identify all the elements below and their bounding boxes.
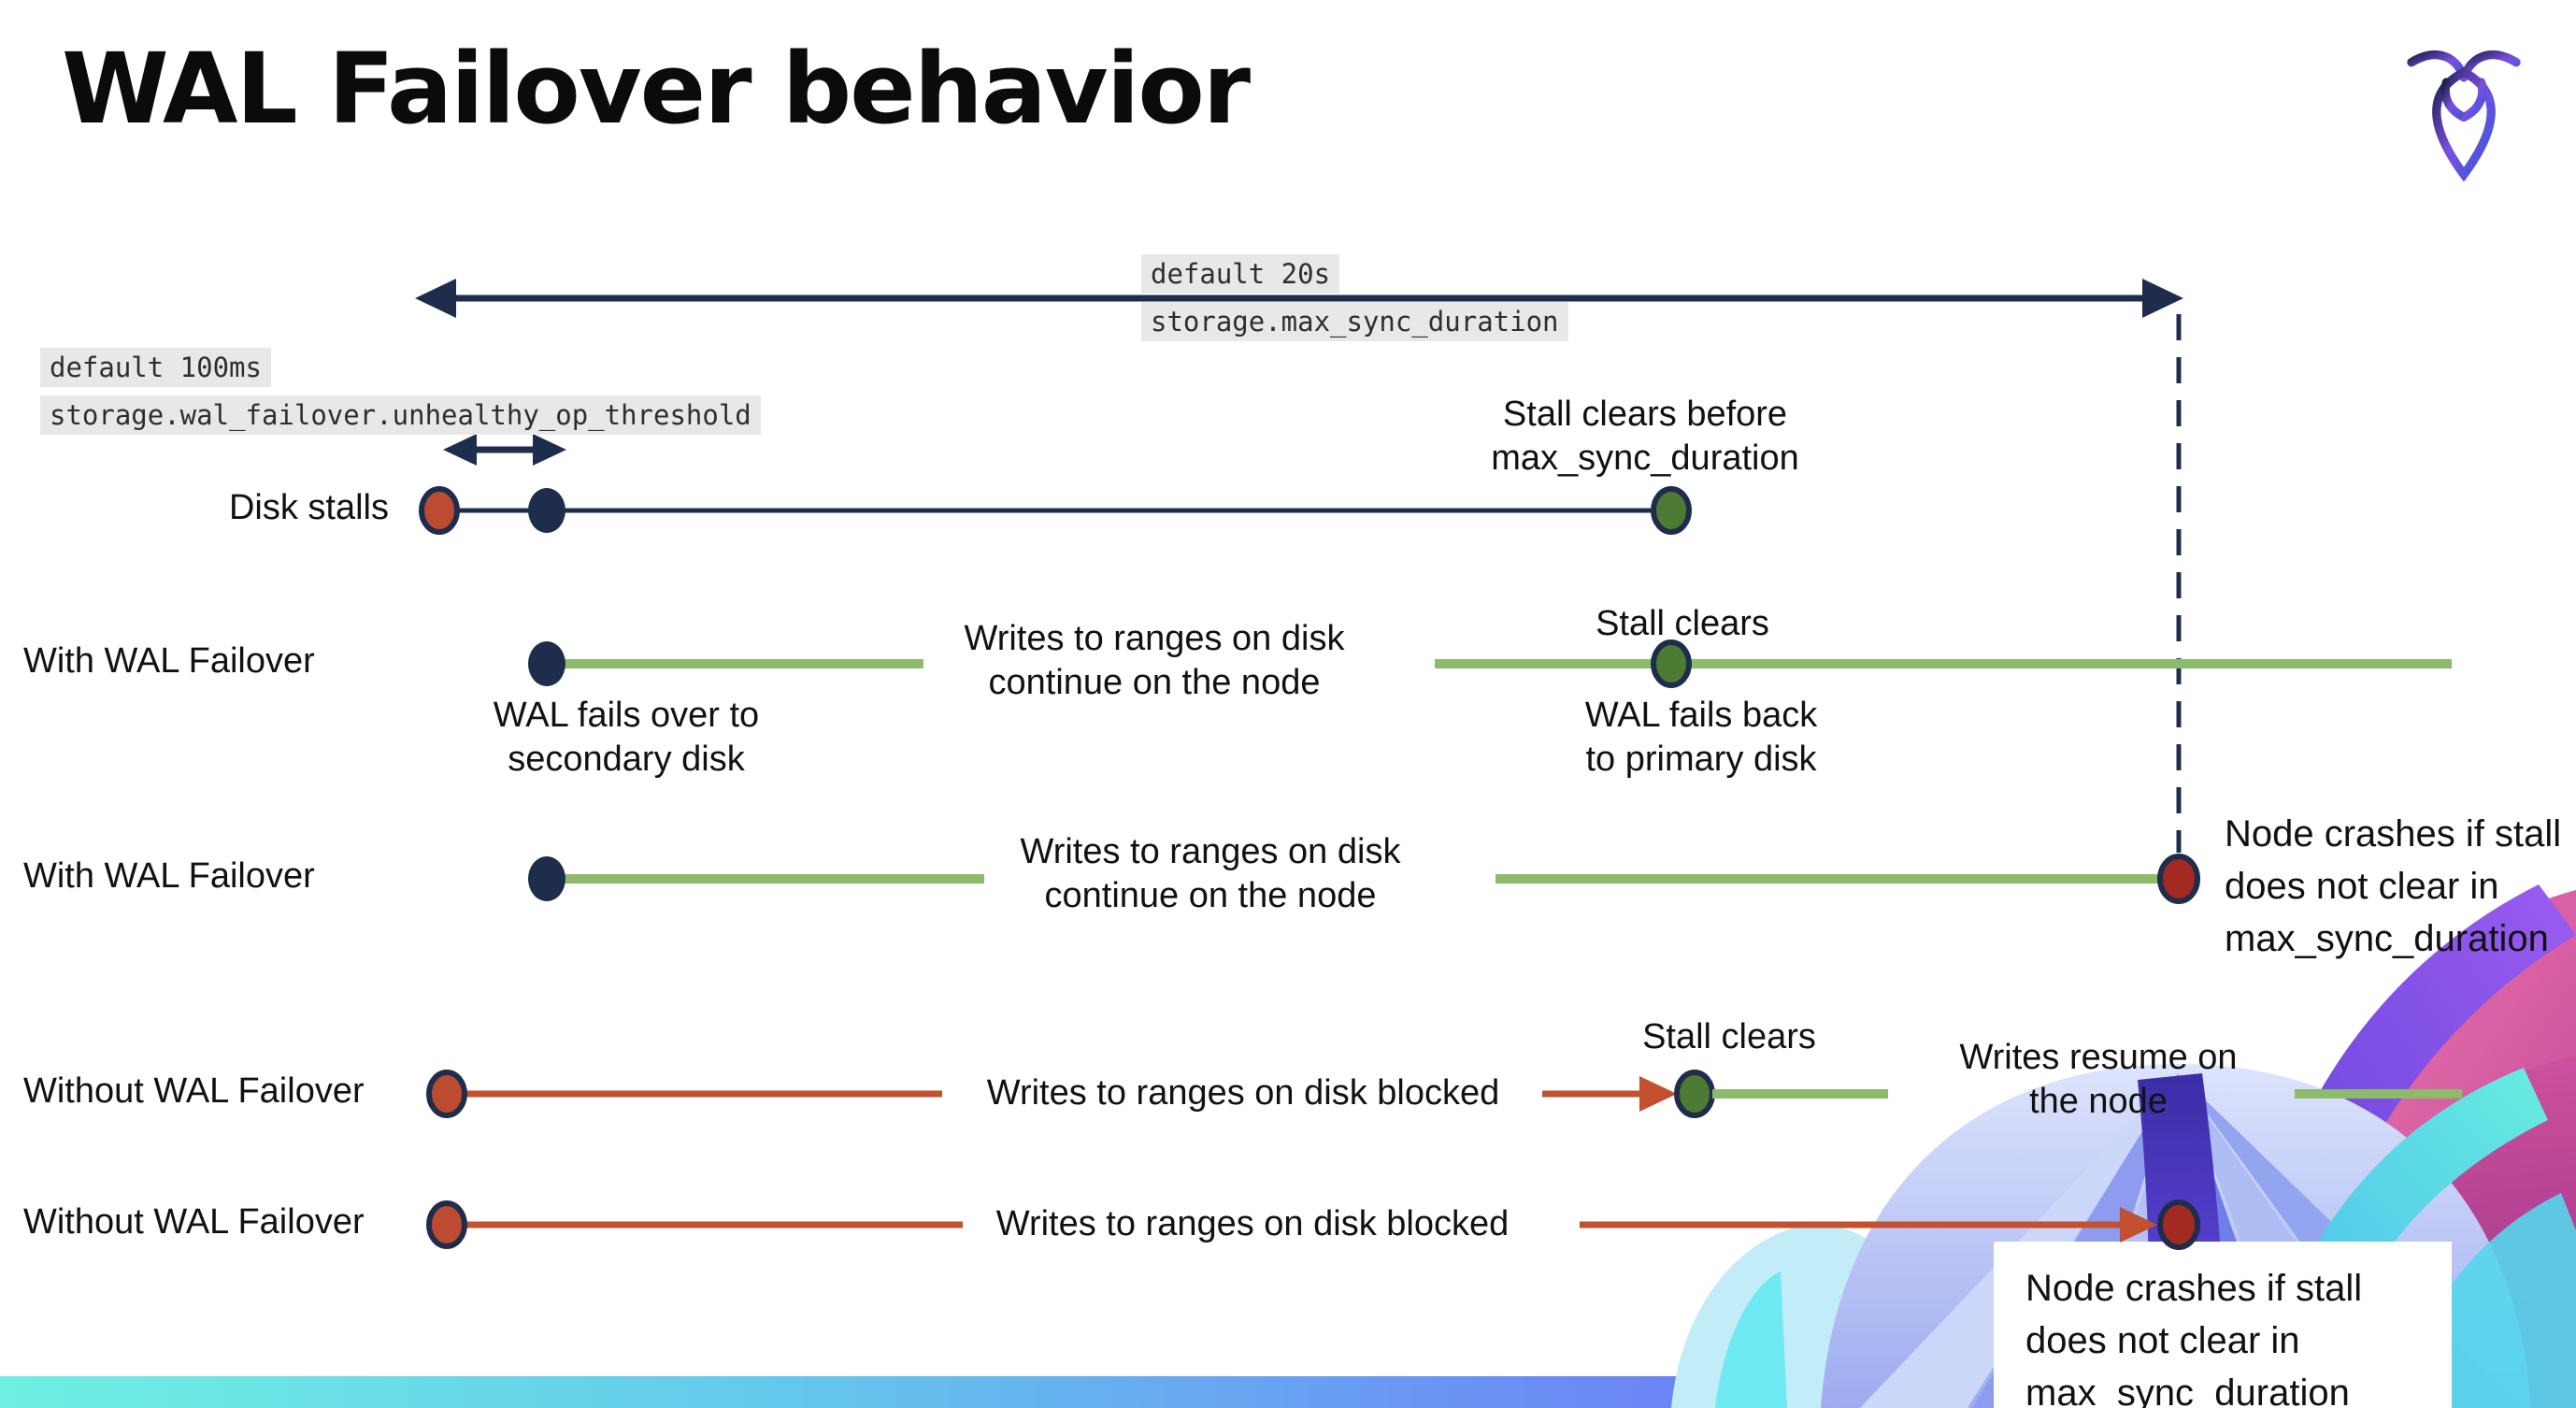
writes-blocked-note-2: Writes to ranges on disk blocked — [995, 1204, 1510, 1243]
timeline-row-with-failover-crash — [528, 854, 2200, 904]
page-title: WAL Failover behavior — [62, 32, 1251, 146]
row-label-with-wal-failover-1: With WAL Failover — [23, 641, 315, 681]
art-dome-petal — [1860, 1073, 2178, 1408]
crash-note-card: Node crashes if stall does not clear in … — [1994, 1242, 2452, 1408]
row-label-without-wal-failover-2: Without WAL Failover — [23, 1202, 365, 1242]
timeline-row-without-failover-crash — [426, 1200, 2200, 1250]
unhealthy-op-threshold-callout: default 100ms storage.wal_failover.unhea… — [40, 348, 761, 435]
row-label-with-wal-failover-2: With WAL Failover — [23, 856, 315, 896]
cockroachdb-logo-icon — [2407, 50, 2521, 182]
crash-note-1-text: Node crashes if stall does not clear in … — [2225, 813, 2562, 959]
stall-start-dot — [419, 486, 460, 535]
writes-blocked-note-1: Writes to ranges on disk blocked — [986, 1073, 1500, 1113]
writes-continue-note-1: Writes to ranges on disk continue on the… — [964, 619, 1345, 702]
blocked-arrowhead — [1639, 1076, 1677, 1112]
failover-dot — [528, 641, 565, 686]
wal-fails-over-note: WAL fails over to secondary disk — [493, 696, 760, 779]
stall-start-dot — [426, 1200, 467, 1249]
failover-dot — [528, 856, 565, 901]
max-sync-setting-name: storage.max_sync_duration — [1141, 302, 1568, 341]
row-label-disk-stalls: Disk stalls — [228, 488, 389, 527]
timeline-row-without-failover-clears — [426, 1070, 2462, 1118]
max-sync-duration-callout: default 20s storage.max_sync_duration — [1141, 254, 1568, 341]
writes-continue-note-2: Writes to ranges on disk continue on the… — [1020, 832, 1401, 915]
max-sync-duration-arrow — [415, 279, 2183, 318]
blocked-arrowhead — [2120, 1207, 2157, 1243]
node-crash-dot — [2157, 854, 2200, 904]
unhealthy-op-setting-name: storage.wal_failover.unhealthy_op_thresh… — [40, 395, 761, 435]
writes-resume-note: Writes resume on the node — [1959, 1038, 2238, 1121]
threshold-dot — [528, 488, 565, 533]
row-label-without-wal-failover-1: Without WAL Failover — [23, 1071, 365, 1111]
crash-note-2-text: Node crashes if stall does not clear in … — [2025, 1268, 2363, 1408]
unhealthy-op-threshold-arrow — [443, 434, 566, 466]
stall-clears-before-note: Stall clears before max_sync_duration — [1491, 395, 1799, 478]
art-cyan-sliver — [1715, 1272, 1787, 1408]
timeline-row-disk-stalls — [419, 486, 1692, 535]
max-sync-default-value: default 20s — [1141, 254, 1340, 294]
stall-clears-label-2: Stall clears — [1642, 1017, 1816, 1056]
wal-fails-back-note: WAL fails back to primary disk — [1584, 696, 1818, 779]
timeline-row-with-failover-clears — [528, 639, 2452, 688]
stall-start-dot — [426, 1070, 467, 1118]
stall-clears-dot — [1674, 1070, 1715, 1118]
unhealthy-op-default-value: default 100ms — [40, 348, 271, 387]
stall-clears-dot — [1651, 486, 1692, 535]
node-crash-dot — [2157, 1200, 2200, 1250]
stall-clears-dot — [1651, 639, 1692, 688]
stall-clears-label-1: Stall clears — [1596, 604, 1769, 643]
